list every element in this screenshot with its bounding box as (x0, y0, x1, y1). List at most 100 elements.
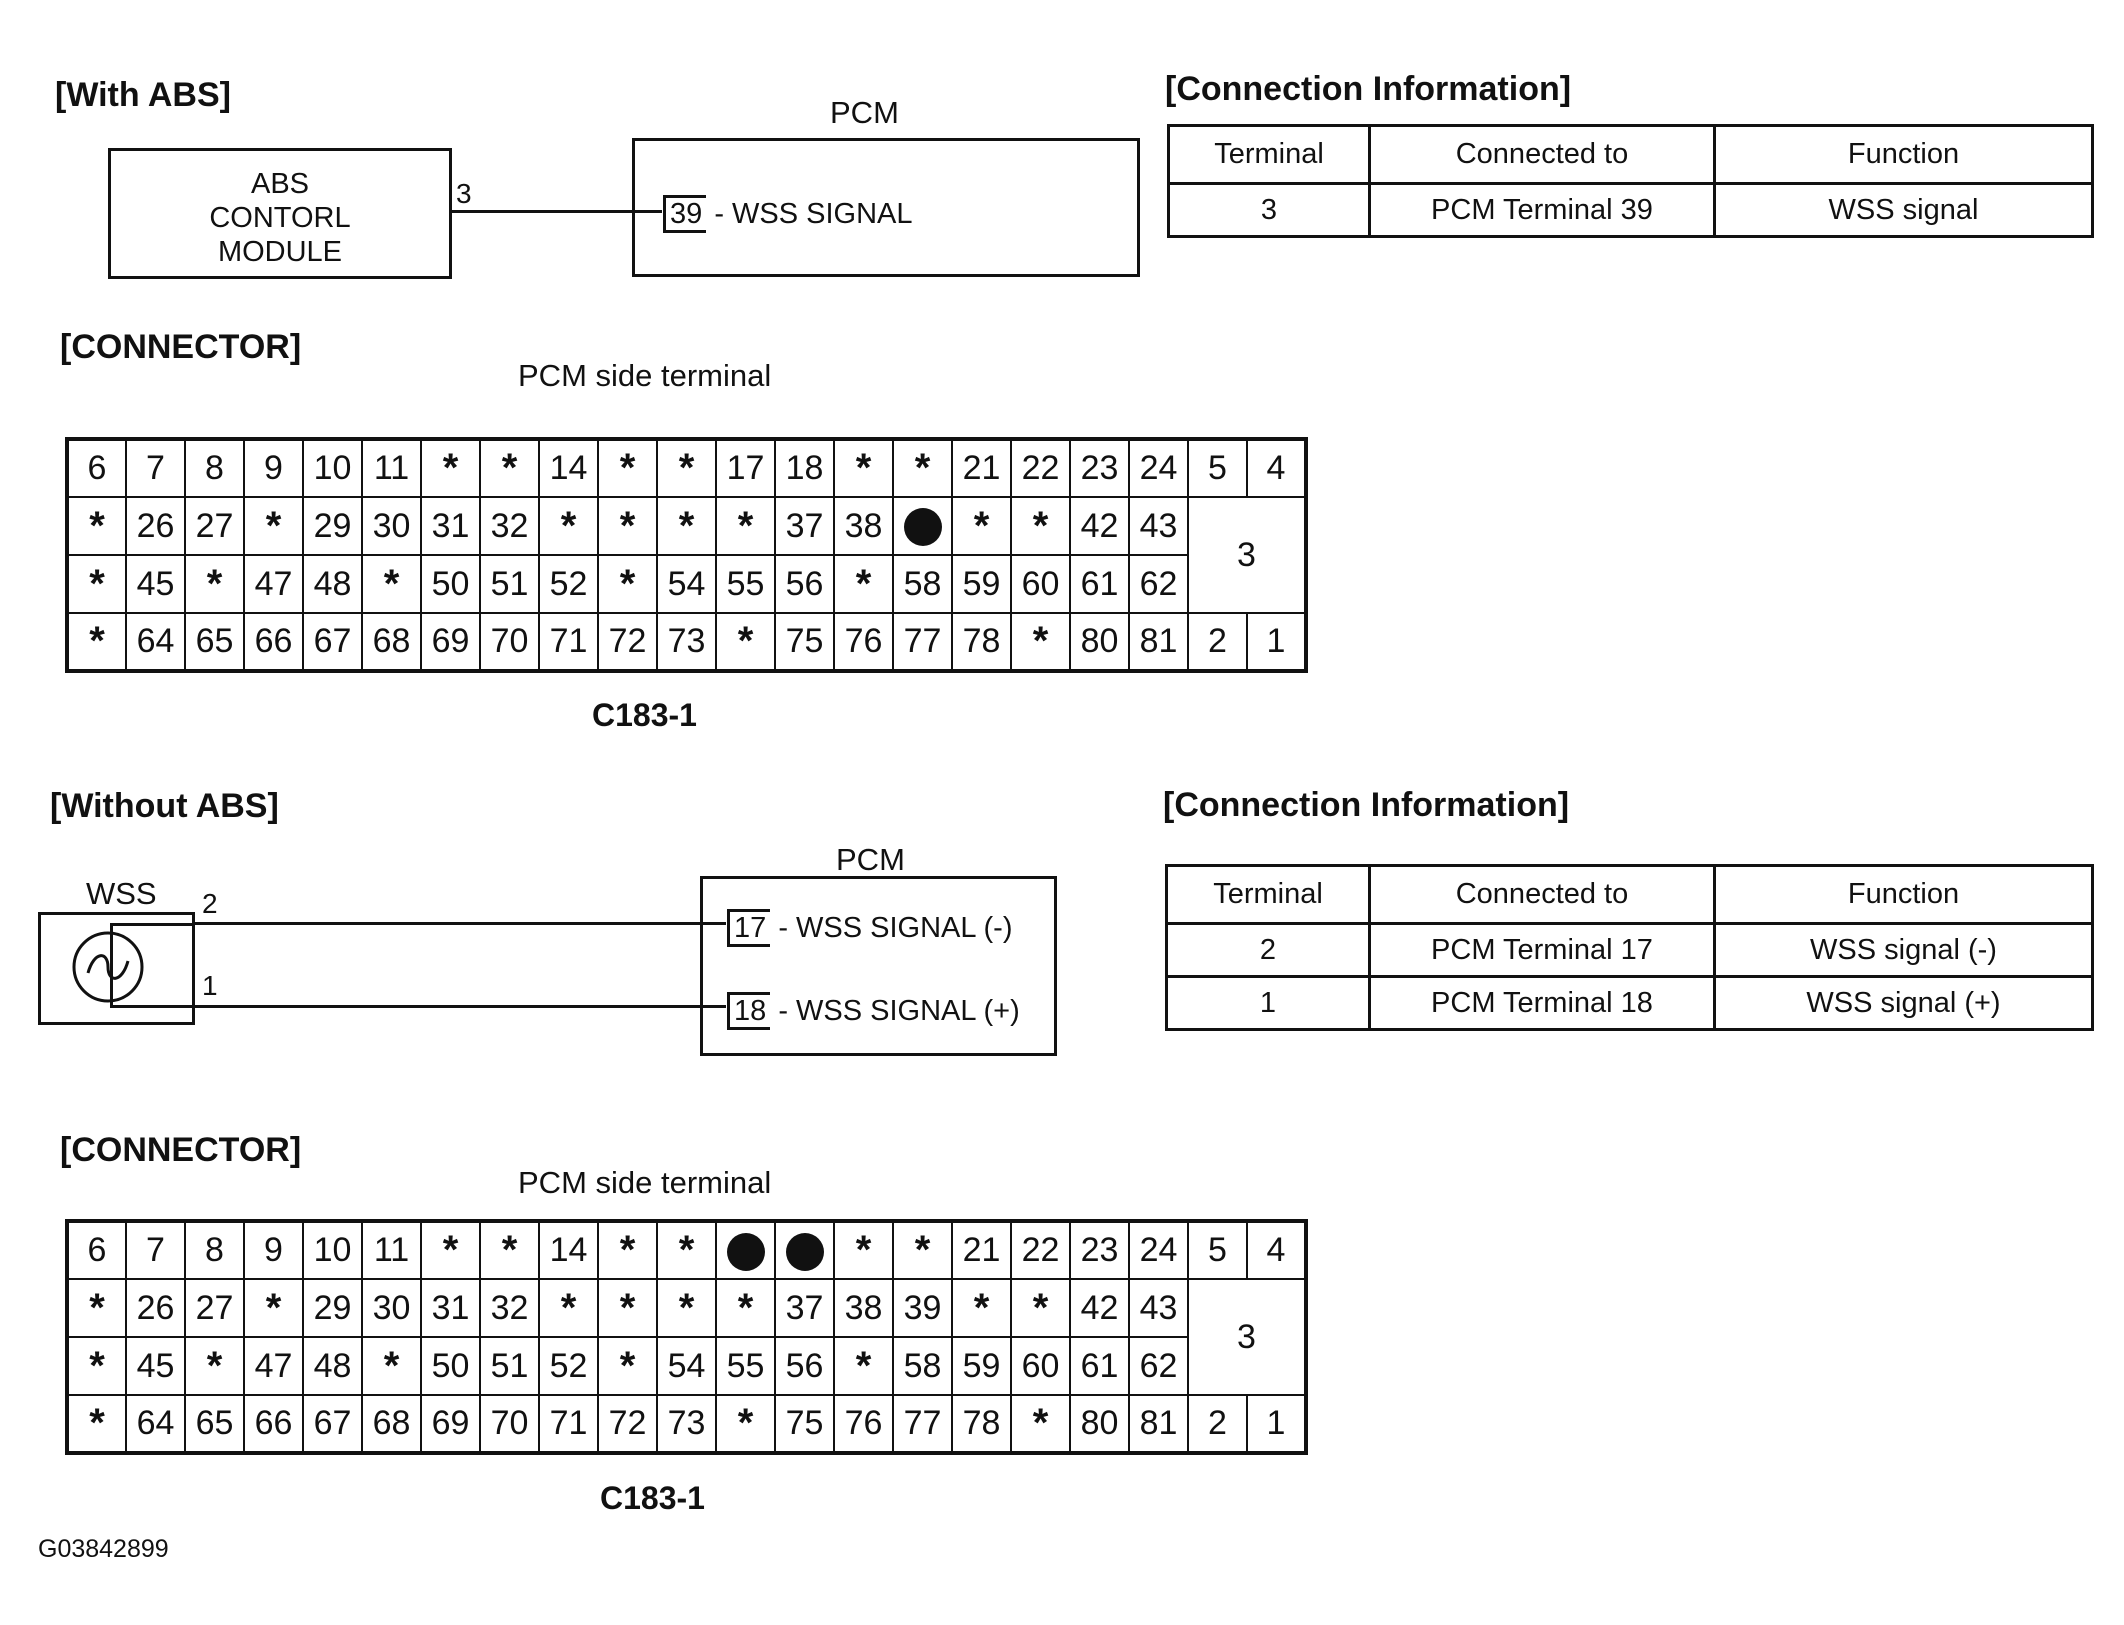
connector-pin-used (715, 1220, 776, 1280)
connector-pin-empty: * (184, 554, 245, 614)
connector-pin: 58 (892, 1336, 953, 1396)
connector-pin-empty: * (597, 1278, 658, 1338)
connector-pin-empty: * (479, 1220, 540, 1280)
connector-pin-empty: * (420, 1220, 481, 1280)
connector-pin: 42 (1069, 1278, 1130, 1338)
connector-pin-empty: * (597, 438, 658, 498)
connector-pin-empty: * (1010, 612, 1071, 672)
connector-pin-empty: * (715, 1394, 776, 1454)
connector-pin: 56 (774, 554, 835, 614)
connector-pin: 7 (125, 438, 186, 498)
connector-pin-empty: * (1010, 496, 1071, 556)
connector-pin: 51 (479, 554, 540, 614)
connector-pin-empty: * (66, 612, 127, 672)
connector-pin-empty: * (420, 438, 481, 498)
connector-pin: 62 (1128, 1336, 1189, 1396)
connector-pin: 37 (774, 496, 835, 556)
table-header-row: Terminal Connected to Function (1165, 864, 2094, 925)
table-header-row: Terminal Connected to Function (1167, 124, 2094, 185)
connector-pin: 24 (1128, 438, 1189, 498)
connector-pin-empty: * (656, 496, 717, 556)
connector-pin-empty: * (66, 496, 127, 556)
table-cell: 3 (1167, 182, 1371, 238)
connector-pin: 23 (1069, 438, 1130, 498)
connector-pin: 26 (125, 1278, 186, 1338)
connection-info-title-without-abs: [Connection Information] (1163, 786, 1570, 824)
connector-pin: 9 (243, 1220, 304, 1280)
connector-pin-empty: * (833, 438, 894, 498)
table-row: 3 PCM Terminal 39 WSS signal (1167, 182, 2094, 238)
connector-pin-empty: * (656, 438, 717, 498)
wss-inner-wire-side (110, 923, 113, 1007)
connector-pin: 2 (1187, 612, 1248, 672)
connector-pin: 75 (774, 1394, 835, 1454)
connector-pin-3: 3 (1187, 1278, 1307, 1396)
connector-pin: 72 (597, 1394, 658, 1454)
connector-pin: 48 (302, 554, 363, 614)
connector-pin: 43 (1128, 496, 1189, 556)
connector-pin: 65 (184, 1394, 245, 1454)
connector-pin-empty: * (243, 1278, 304, 1338)
connector-pin: 7 (125, 1220, 186, 1280)
connector-pin: 59 (951, 554, 1012, 614)
connector-pin: 77 (892, 1394, 953, 1454)
connector-pin: 23 (1069, 1220, 1130, 1280)
connector-pin-empty: * (951, 1278, 1012, 1338)
connector-pin: 42 (1069, 496, 1130, 556)
pcm-label-with-abs: PCM (830, 95, 899, 130)
pin-marker-dot-icon (903, 508, 942, 546)
connector-pin: 66 (243, 1394, 304, 1454)
connector-pin: 6 (66, 438, 127, 498)
table-cell: WSS signal (-) (1713, 922, 2094, 978)
connector-pin: 73 (656, 612, 717, 672)
connector-pin: 27 (184, 1278, 245, 1338)
connector-pin: 61 (1069, 1336, 1130, 1396)
connector-pin: 4 (1246, 438, 1307, 498)
pcm-signal-18: - WSS SIGNAL (+) (770, 995, 1020, 1027)
connector-pin: 76 (833, 612, 894, 672)
connector-pin: 11 (361, 1220, 422, 1280)
connector-pin: 60 (1010, 1336, 1071, 1396)
connector-pin: 32 (479, 1278, 540, 1338)
connector-pin: 76 (833, 1394, 894, 1454)
table-header: Terminal (1165, 864, 1371, 925)
connector-pin: 1 (1246, 1394, 1307, 1454)
connector-pin: 66 (243, 612, 304, 672)
connector-pin: 17 (715, 438, 776, 498)
with-abs-title: [With ABS] (55, 76, 231, 114)
connector-pin: 14 (538, 438, 599, 498)
connector-pin: 38 (833, 1278, 894, 1338)
connector-pin: 4 (1246, 1220, 1307, 1280)
connector-pin-empty: * (715, 496, 776, 556)
connector-pin-empty: * (833, 554, 894, 614)
connector-pin-empty: * (892, 1220, 953, 1280)
connector-pin-empty: * (597, 554, 658, 614)
connector-pin: 62 (1128, 554, 1189, 614)
connector-pin: 27 (184, 496, 245, 556)
connector-pin: 77 (892, 612, 953, 672)
connector-pin: 37 (774, 1278, 835, 1338)
connection-table-without-abs: Terminal Connected to Function 2 PCM Ter… (1165, 864, 2094, 1031)
connector-pin-empty: * (951, 496, 1012, 556)
connector-pin: 73 (656, 1394, 717, 1454)
connector-pin: 55 (715, 1336, 776, 1396)
connector-pin-empty: * (1010, 1394, 1071, 1454)
table-cell: 2 (1165, 922, 1371, 978)
connector-pin: 9 (243, 438, 304, 498)
connector-pin: 14 (538, 1220, 599, 1280)
wss-label: WSS (86, 876, 157, 911)
connector-pin: 6 (66, 1220, 127, 1280)
connector-pin-empty: * (656, 1278, 717, 1338)
connector-pin: 65 (184, 612, 245, 672)
table-header: Connected to (1368, 864, 1716, 925)
pcm-label-without-abs: PCM (836, 842, 905, 877)
connector-pin: 68 (361, 1394, 422, 1454)
table-header: Function (1713, 864, 2094, 925)
connector-pin: 38 (833, 496, 894, 556)
